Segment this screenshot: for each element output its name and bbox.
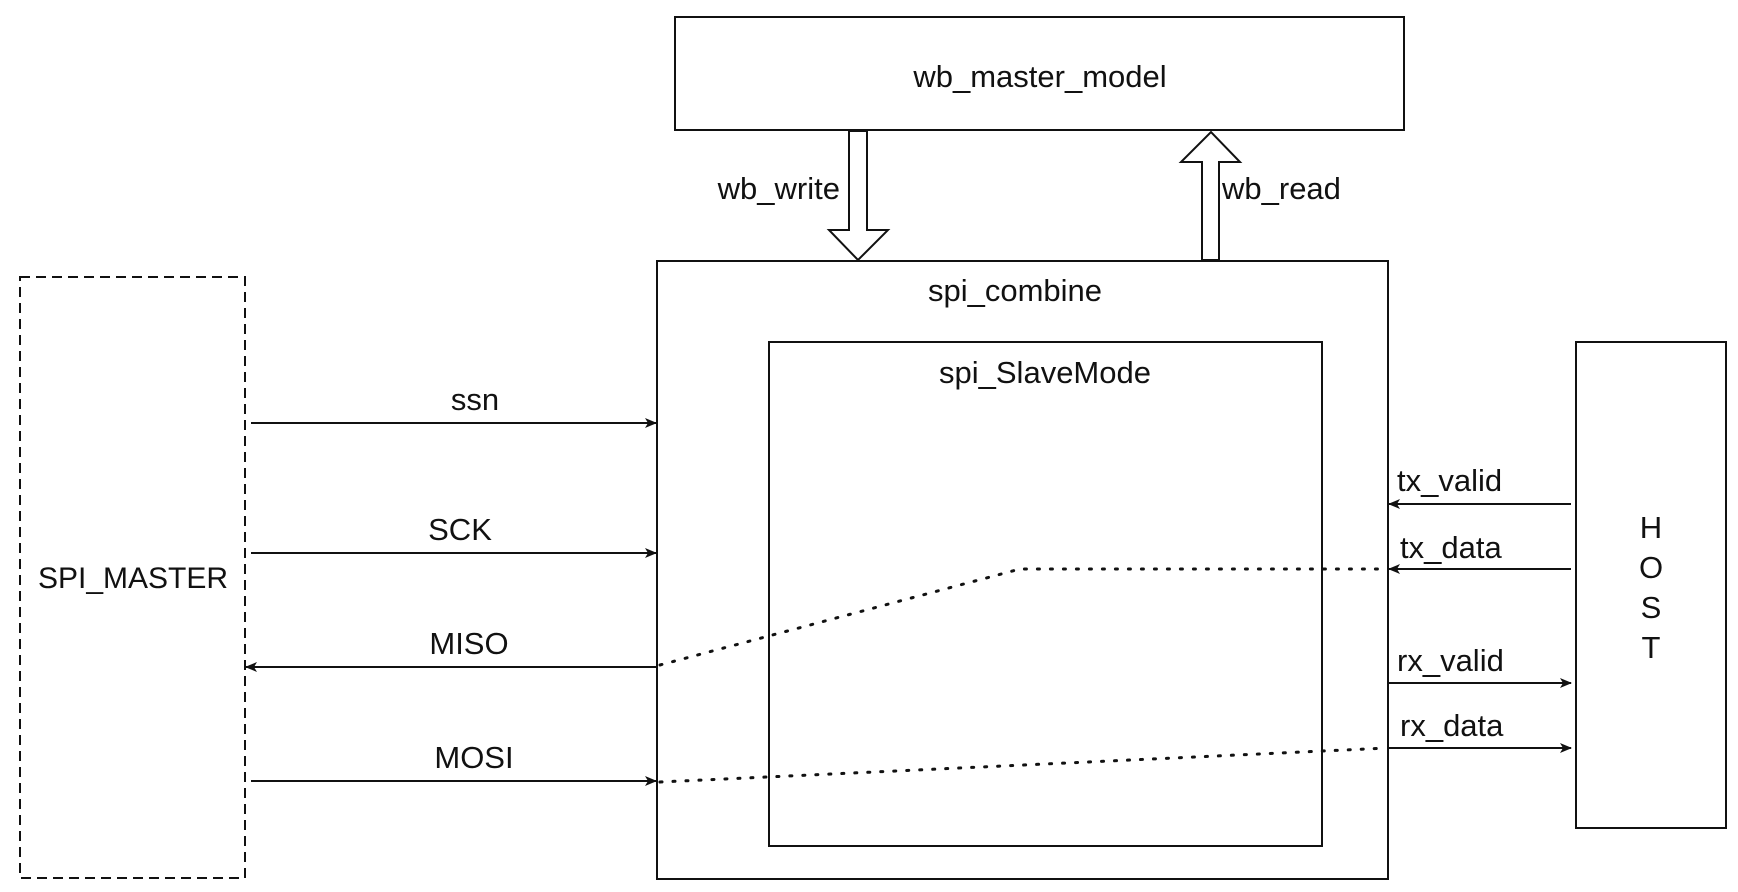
host-letter-o: O bbox=[1639, 550, 1663, 585]
wb-master-model-label: wb_master_model bbox=[912, 59, 1166, 94]
host-letter-t: T bbox=[1642, 630, 1661, 665]
wb-read-bus: wb_read bbox=[1178, 130, 1341, 261]
spi-combine-label: spi_combine bbox=[928, 273, 1102, 308]
wb-write-bus: wb_write bbox=[717, 130, 891, 262]
sck-label: SCK bbox=[428, 512, 492, 547]
signal-miso: MISO bbox=[245, 626, 656, 672]
signal-mosi: MOSI bbox=[251, 740, 657, 786]
wb-read-arrow bbox=[1178, 130, 1243, 261]
host-block: H O S T bbox=[1575, 341, 1727, 829]
signal-tx-valid: tx_valid bbox=[1388, 463, 1571, 509]
rx-valid-label: rx_valid bbox=[1397, 643, 1504, 678]
host-letter-h: H bbox=[1640, 510, 1662, 545]
spi-master-block: SPI_MASTER bbox=[19, 276, 246, 879]
spi-slavemode-label: spi_SlaveMode bbox=[939, 355, 1151, 390]
mosi-label: MOSI bbox=[434, 740, 513, 775]
signal-ssn: ssn bbox=[251, 382, 657, 428]
signal-rx-data: rx_data bbox=[1389, 708, 1572, 753]
rx-data-label: rx_data bbox=[1400, 708, 1504, 743]
signal-rx-valid: rx_valid bbox=[1389, 643, 1572, 688]
spi-slavemode-block: spi_SlaveMode bbox=[768, 341, 1323, 847]
signal-sck: SCK bbox=[251, 512, 657, 558]
mosi-to-rx-data-dotted-path bbox=[658, 746, 1389, 784]
signal-tx-data: tx_data bbox=[1388, 530, 1571, 574]
miso-label: MISO bbox=[429, 626, 508, 661]
host-letter-s: S bbox=[1641, 590, 1662, 625]
wb-write-arrow bbox=[826, 130, 891, 262]
ssn-label: ssn bbox=[451, 382, 499, 417]
spi-combine-block: spi_combine bbox=[656, 260, 1389, 880]
tx-valid-label: tx_valid bbox=[1397, 463, 1502, 498]
tx-data-label: tx_data bbox=[1400, 530, 1502, 565]
spi-master-label: SPI_MASTER bbox=[38, 562, 228, 595]
wb-write-label: wb_write bbox=[717, 171, 840, 206]
wb-master-model-block: wb_master_model bbox=[674, 16, 1405, 131]
wb-read-label: wb_read bbox=[1221, 171, 1341, 206]
